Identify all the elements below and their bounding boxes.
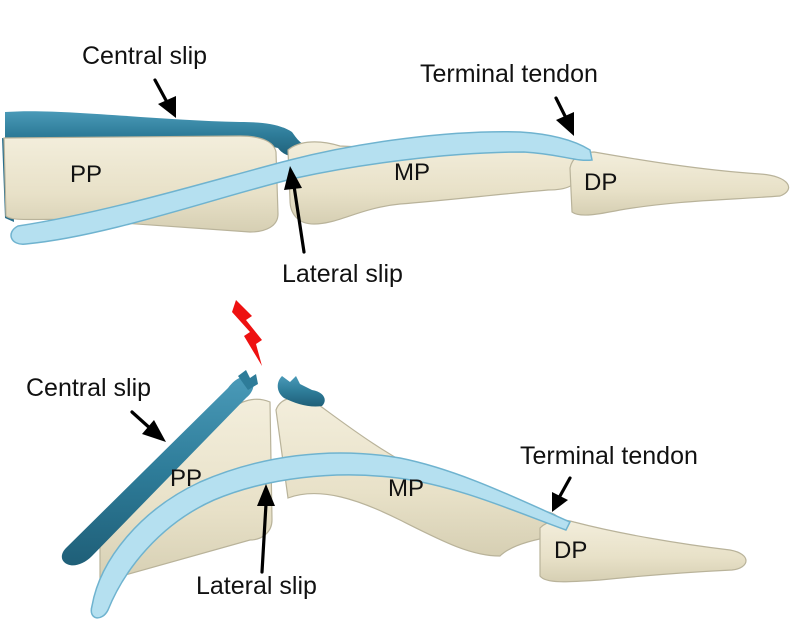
central-slip-band: [61, 376, 254, 566]
mp-label: MP: [388, 475, 424, 502]
dp-label: DP: [554, 537, 587, 564]
central-slip-label: Central slip: [26, 374, 151, 402]
terminal-tendon-label: Terminal tendon: [520, 442, 698, 470]
mp-label: MP: [394, 159, 430, 186]
terminal-tendon-arrow: [552, 476, 572, 512]
lateral-slip-label: Lateral slip: [282, 260, 403, 288]
central-slip-stump: [277, 376, 325, 407]
central-slip-arrow: [130, 410, 166, 442]
terminal-tendon-label: Terminal tendon: [420, 60, 598, 88]
lateral-slip-arrow: [284, 166, 306, 254]
central-slip-frayed-end: [238, 370, 258, 390]
central-slip-band: [5, 111, 332, 158]
proximal-phalanx: [3, 135, 279, 233]
terminal-tendon-arrow: [554, 96, 574, 136]
distal-phalanx: [569, 151, 790, 216]
central-slip-arrow: [153, 78, 176, 118]
lateral-band: [10, 131, 593, 245]
central-slip-label: Central slip: [82, 42, 207, 70]
pp-label: PP: [170, 465, 202, 492]
lateral-slip-label: Lateral slip: [196, 572, 317, 600]
injury-bolt-icon: [232, 300, 262, 366]
panel-bottom: PP MP DP Central slip Terminal tendon La…: [26, 300, 747, 619]
dp-label: DP: [584, 169, 617, 196]
panel-top: PP MP DP Central slip Terminal tendon La…: [2, 42, 790, 288]
lateral-slip-arrow: [257, 484, 275, 574]
distal-phalanx: [539, 519, 747, 583]
pp-label: PP: [70, 161, 102, 188]
lateral-band: [90, 452, 572, 619]
